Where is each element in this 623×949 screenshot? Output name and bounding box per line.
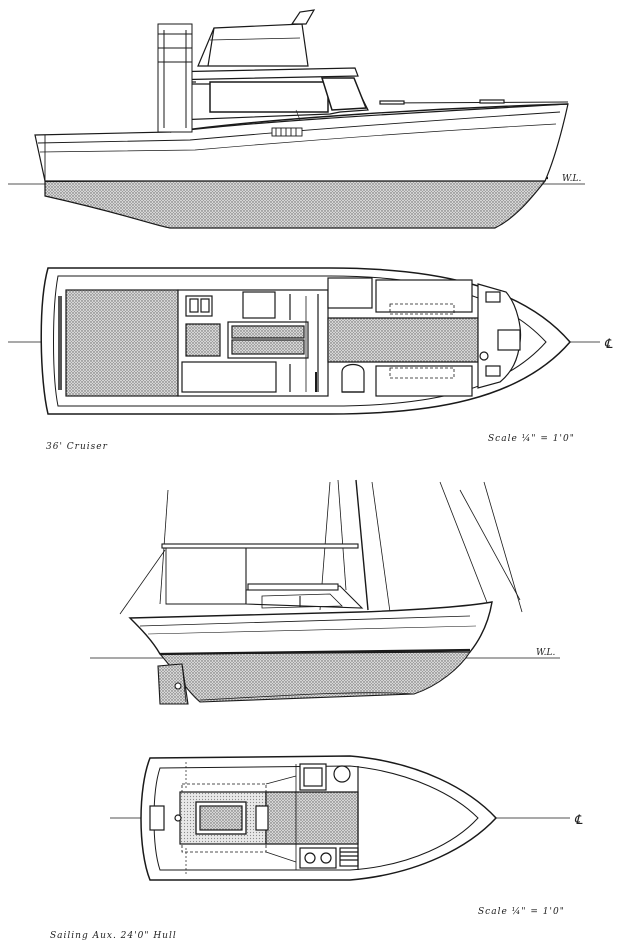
- cruiser-window: [209, 81, 329, 113]
- cruiser-vent: [271, 127, 303, 137]
- cruiser-cockpit: [65, 289, 179, 397]
- sailing-centerline-mark: ℄: [574, 813, 583, 828]
- cruiser-centerline-mark: ℄: [604, 337, 613, 352]
- sailing-hull: [128, 601, 493, 655]
- sailing-rudder: [157, 663, 189, 705]
- cruiser-ladder: [157, 23, 193, 133]
- sailing-scale: Scale ¼" = 1'0": [478, 907, 565, 917]
- cruiser-waterline-label: W.L.: [562, 174, 582, 184]
- sailing-plan: [110, 755, 570, 881]
- sailing-caption: Sailing Aux. 24'0" Hull: [50, 931, 177, 941]
- sailing-cabin-sole: [265, 791, 359, 845]
- sailing-mast: [355, 479, 369, 611]
- cruiser-caption: 36' Cruiser: [46, 442, 108, 452]
- cruiser-profile: [8, 9, 585, 229]
- cruiser-cabin-sole: [327, 317, 479, 363]
- sailing-waterline-label: W.L.: [536, 648, 556, 658]
- cruiser-plan: [8, 267, 600, 415]
- sailing-profile: [90, 479, 560, 705]
- cruiser-underbody: [44, 180, 547, 229]
- cruiser-hull: [34, 103, 569, 182]
- cruiser-sink: [185, 295, 213, 317]
- cruiser-scale: Scale ¼" = 1'0": [488, 434, 575, 444]
